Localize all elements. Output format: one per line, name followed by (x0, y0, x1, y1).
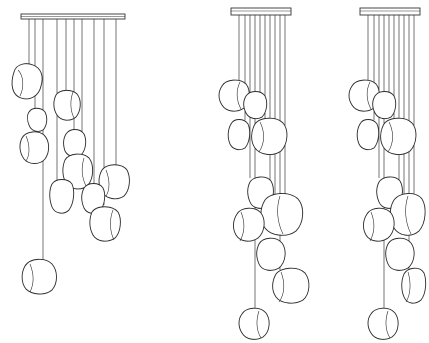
pendant (372, 91, 397, 120)
pendant (363, 207, 395, 242)
pendants (11, 63, 130, 295)
pendant (227, 119, 251, 151)
pendant (260, 193, 304, 236)
pendant (256, 237, 286, 271)
pendant (233, 207, 265, 242)
pendant (218, 79, 250, 112)
pendant (389, 193, 426, 236)
pendant (385, 237, 415, 271)
pendant (272, 267, 310, 304)
canopy (20, 13, 126, 20)
pendant (49, 179, 75, 214)
pendants (348, 79, 427, 340)
pendant (27, 107, 48, 132)
pendant (19, 131, 50, 164)
pendant (89, 206, 121, 242)
pendant (348, 79, 380, 112)
pendant (380, 117, 417, 155)
pendants (218, 79, 310, 340)
pendant (238, 307, 270, 340)
canopy (230, 7, 292, 16)
pendant (251, 117, 288, 155)
pendant (401, 267, 427, 304)
pendant (11, 63, 43, 100)
pendant-cluster-left (11, 13, 130, 295)
canopy (359, 7, 421, 16)
pendant (53, 89, 81, 121)
pendant (63, 129, 87, 158)
pendant (243, 91, 268, 120)
pendant-cluster-middle (218, 7, 310, 340)
pendant (367, 307, 399, 340)
pendant (21, 258, 57, 295)
pendant (356, 119, 380, 151)
pendant-cluster-right (348, 7, 427, 340)
